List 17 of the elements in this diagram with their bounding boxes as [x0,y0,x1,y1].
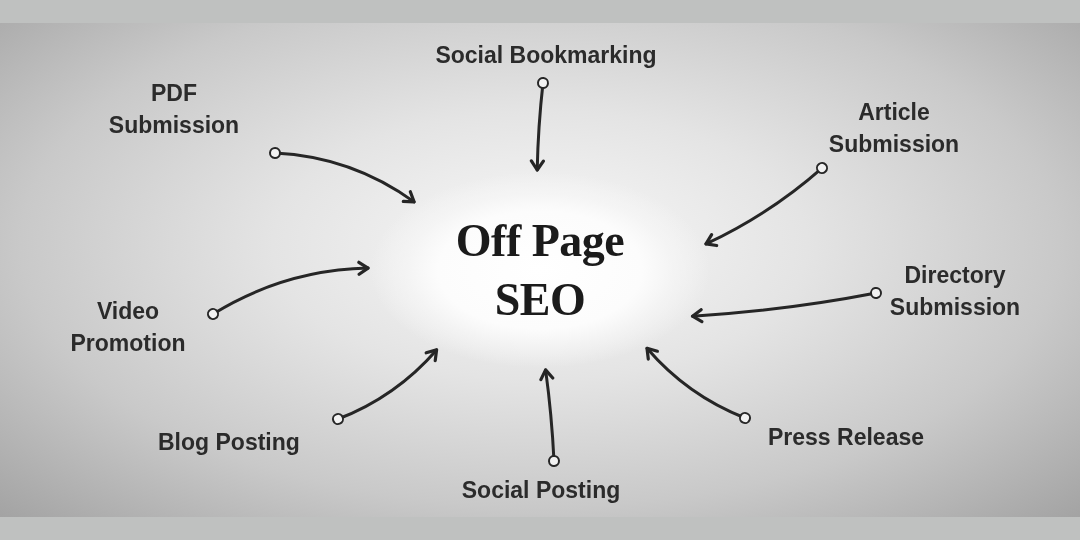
node-label: Press Release [768,423,924,452]
node-label: Directory Submission [888,261,1022,322]
arrow [207,260,370,320]
node-title: Off Page SEO [454,214,626,327]
arrow [529,77,549,172]
node-label: Article Submission [827,98,961,159]
arrow [645,346,751,424]
node-label: Social Posting [461,476,621,505]
node-label: PDF Submission [107,79,241,140]
node-label: Video Promotion [69,297,187,358]
arrow [539,368,560,467]
arrow [332,348,439,425]
node-label: Social Bookmarking [435,41,657,70]
node-label: Blog Posting [158,428,300,457]
arrow [704,162,828,247]
arrow [690,287,882,324]
arrow [269,147,416,204]
